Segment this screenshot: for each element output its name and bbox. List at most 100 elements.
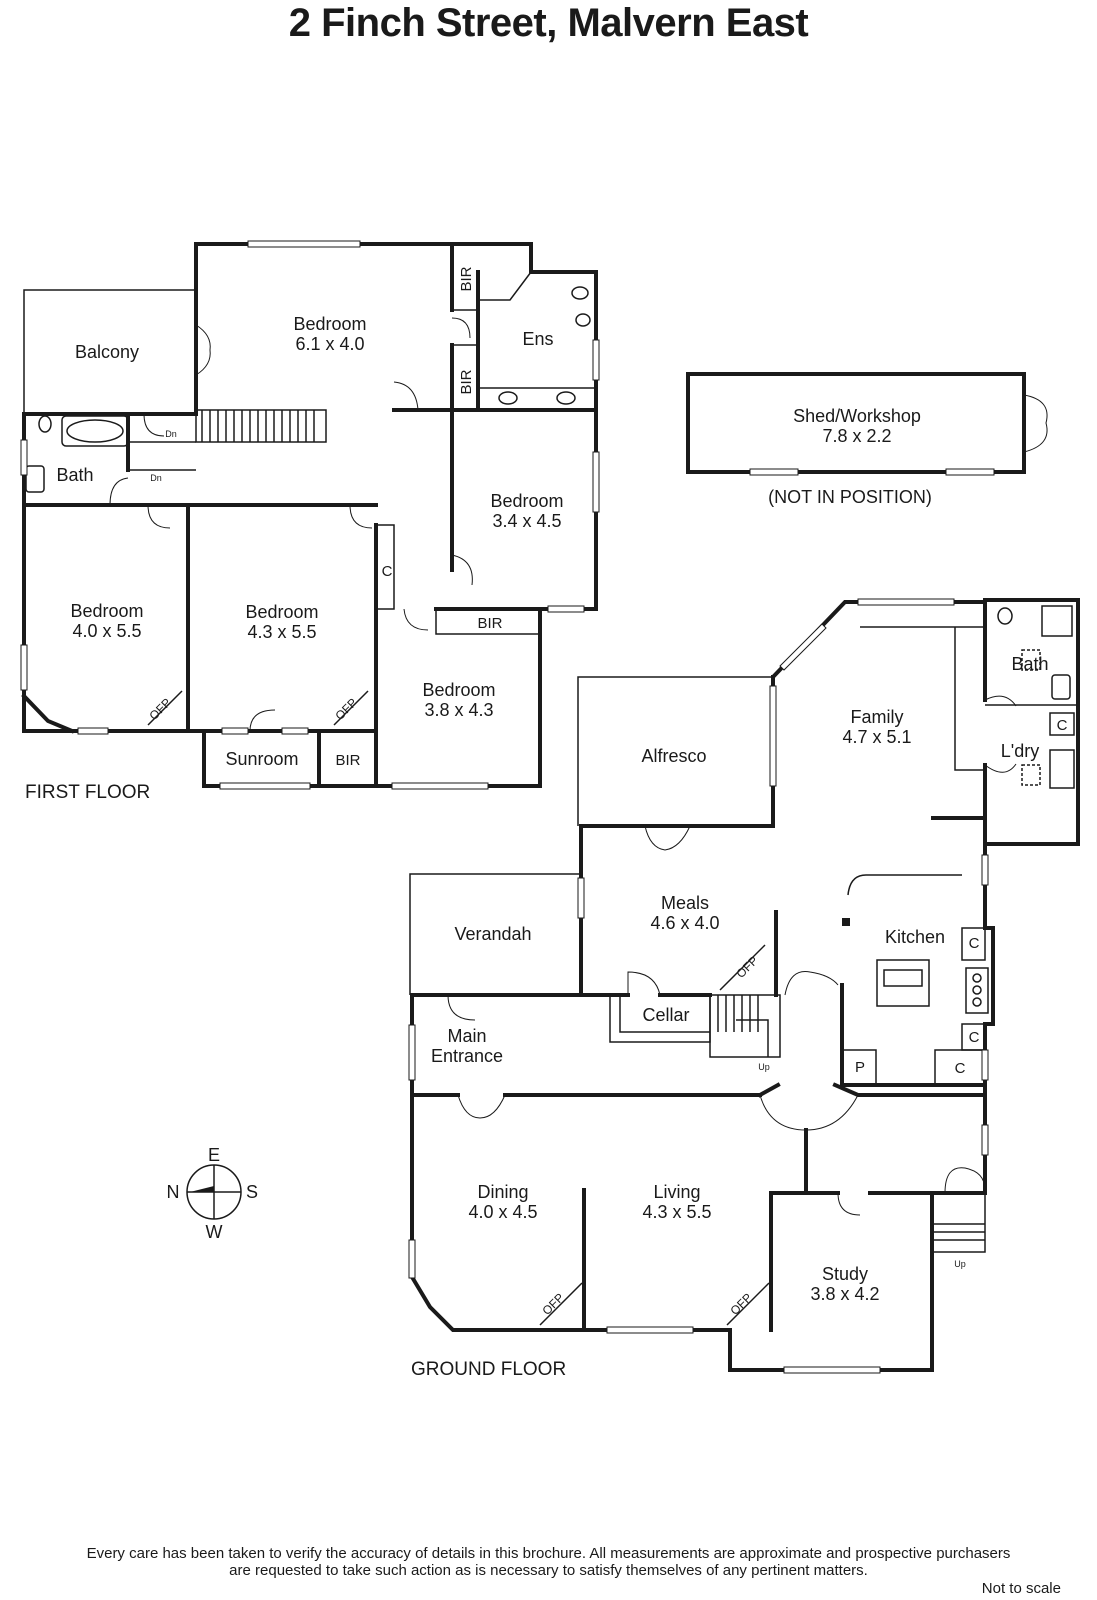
- door: [195, 324, 211, 376]
- verandah-outline: [409, 873, 581, 995]
- label-family: Family: [851, 707, 904, 727]
- window: [981, 1124, 989, 1156]
- label-main-entrance-2: Entrance: [431, 1046, 503, 1066]
- page-title: 2 Finch Street, Malvern East: [288, 1, 809, 45]
- fireplace-e: [726, 1282, 770, 1326]
- door: [627, 971, 661, 996]
- ldry-appliance: [1021, 764, 1041, 786]
- bath-appliance: [1021, 649, 1041, 671]
- first-floor-plan: Balcony Bedroom 6.1 x 4.0 Ens BIR BIR Ba…: [20, 240, 600, 803]
- window: [769, 685, 777, 787]
- door: [759, 1094, 859, 1131]
- ens-basin-a: [498, 391, 518, 405]
- not-to-scale-note: Not to scale: [981, 1580, 1061, 1597]
- ground-floor-outer-wall: [410, 598, 1080, 1372]
- window: [408, 1024, 416, 1081]
- label-up-b: Up: [954, 1259, 966, 1269]
- bir-c-closet: [435, 609, 540, 635]
- window: [77, 727, 109, 735]
- bath-toilet-g: [997, 607, 1013, 625]
- label-main-entrance-1: Main: [447, 1026, 486, 1046]
- bay-window-w: [21, 693, 75, 734]
- window: [592, 339, 600, 381]
- ens-basin-b: [556, 391, 576, 405]
- door: [147, 504, 171, 529]
- compass-n: N: [167, 1182, 180, 1202]
- door: [784, 970, 839, 996]
- label-ens: Ens: [522, 329, 553, 349]
- label-bir-d: BIR: [335, 752, 360, 769]
- window: [857, 598, 955, 606]
- label-bedroom-main: Bedroom: [293, 314, 366, 334]
- bath-tub: [61, 415, 129, 447]
- label-family-dim: 4.7 x 5.1: [842, 727, 911, 747]
- bath-vanity: [25, 465, 45, 493]
- label-ofp-c: OFP: [733, 953, 760, 980]
- label-c-k2: C: [969, 1029, 980, 1046]
- window: [749, 468, 799, 476]
- first-floor-label: FIRST FLOOR: [25, 782, 150, 803]
- label-bedroom-s: Bedroom: [422, 680, 495, 700]
- fireplace-b: [333, 690, 369, 726]
- window: [592, 451, 600, 513]
- label-dn-a: Dn: [165, 429, 177, 439]
- label-up-a: Up: [758, 1062, 770, 1072]
- label-meals-dim: 4.6 x 4.0: [650, 913, 719, 933]
- window: [945, 468, 995, 476]
- label-dining: Dining: [477, 1182, 528, 1202]
- label-bir-c: BIR: [477, 615, 502, 632]
- label-dining-dim: 4.0 x 4.5: [468, 1202, 537, 1222]
- cooktop-burner: [972, 985, 982, 995]
- label-dn-b: Dn: [150, 473, 162, 483]
- label-bir-b: BIR: [458, 369, 475, 394]
- shed-wall: [686, 372, 1026, 474]
- door: [944, 1167, 986, 1194]
- label-cellar: Cellar: [642, 1005, 689, 1025]
- porch-stairs: [932, 1192, 986, 1253]
- fireplace-d: [539, 1282, 583, 1326]
- cellar-inner: [619, 995, 710, 1033]
- kitchen-cooktop: [965, 967, 989, 1014]
- label-c-k1: C: [969, 935, 980, 952]
- label-bedroom-s-dim: 3.8 x 4.3: [424, 700, 493, 720]
- label-p: P: [855, 1059, 865, 1076]
- fireplace-c: [719, 944, 766, 991]
- kitchen-bench: [847, 874, 962, 896]
- label-bedroom-w: Bedroom: [70, 601, 143, 621]
- label-ldry: L'dry: [1001, 741, 1039, 761]
- label-ofp-b: OFP: [332, 695, 359, 722]
- ground-floor-label: GROUND FLOOR: [411, 1359, 566, 1380]
- compass-e: E: [208, 1145, 220, 1165]
- door: [984, 695, 1017, 707]
- label-alfresco: Alfresco: [641, 746, 706, 766]
- bath-vanity-g: [1051, 674, 1071, 700]
- disclaimer-line-2: are requested to take such action as is …: [229, 1562, 868, 1579]
- cooktop-burner: [972, 973, 982, 983]
- ens-toilet-b: [575, 313, 591, 327]
- door: [644, 825, 691, 851]
- label-c: C: [382, 563, 393, 580]
- door: [403, 608, 429, 631]
- disclaimer: Every care has been taken to verify the …: [0, 1545, 1097, 1579]
- window: [20, 439, 28, 476]
- door: [109, 477, 129, 506]
- disclaimer-line-1: Every care has been taken to verify the …: [86, 1545, 1011, 1562]
- door: [451, 317, 471, 339]
- window: [783, 1366, 881, 1374]
- label-shed-dim: 7.8 x 2.2: [822, 426, 891, 446]
- label-bedroom-main-dim: 6.1 x 4.0: [295, 334, 364, 354]
- label-ofp-e: OFP: [727, 1290, 754, 1317]
- window-bay: [779, 623, 827, 671]
- bath-tub-basin: [66, 419, 124, 443]
- label-bedroom-e-dim: 3.4 x 4.5: [492, 511, 561, 531]
- label-bedroom-e: Bedroom: [490, 491, 563, 511]
- label-bedroom-w-dim: 4.0 x 5.5: [72, 621, 141, 641]
- window: [577, 877, 585, 919]
- label-meals: Meals: [661, 893, 709, 913]
- label-kitchen: Kitchen: [885, 927, 945, 947]
- ground-floor-plan: Alfresco Family 4.7 x 5.1 Bath C L'dry V…: [408, 598, 1080, 1380]
- balcony-outline: [23, 289, 196, 414]
- pantry: [842, 1049, 877, 1085]
- label-bir-a: BIR: [458, 266, 475, 291]
- alfresco-outline: [577, 676, 773, 826]
